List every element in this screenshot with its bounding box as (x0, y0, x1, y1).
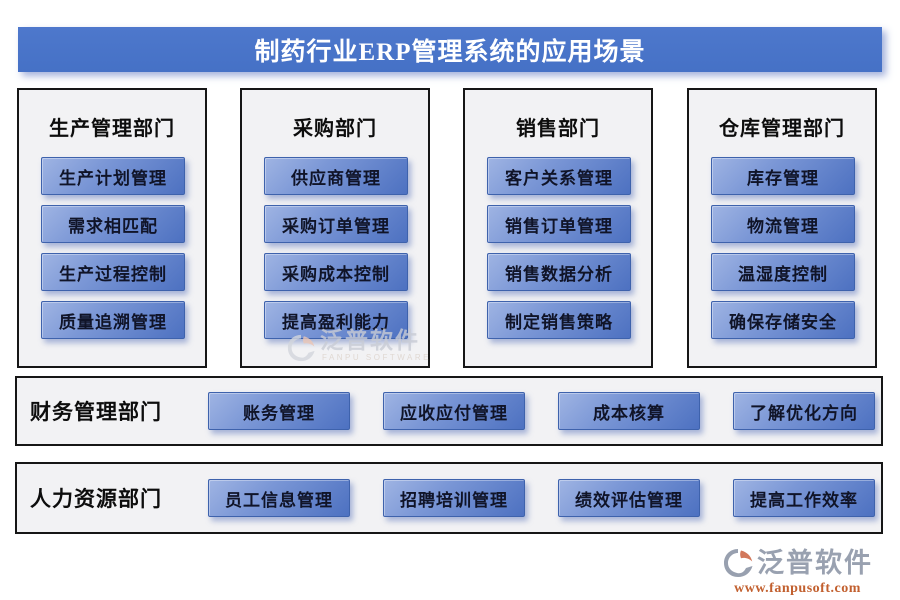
crm-button[interactable]: 客户关系管理 (487, 157, 631, 195)
page-title: 制药行业ERP管理系统的应用场景 (254, 38, 646, 66)
employee-info-button[interactable]: 员工信息管理 (208, 479, 350, 517)
department-label: 人力资源部门 (30, 487, 162, 511)
footer-website-url: www.fanpusoft.com (734, 581, 861, 596)
department-header: 仓库管理部门 (719, 118, 845, 140)
storage-safety-button[interactable]: 确保存储安全 (711, 301, 855, 339)
performance-button[interactable]: 绩效评估管理 (558, 479, 700, 517)
optimization-button[interactable]: 了解优化方向 (733, 392, 875, 430)
demand-matching-button[interactable]: 需求相匹配 (41, 205, 185, 243)
department-box-sales: 销售部门 客户关系管理 销售订单管理 销售数据分析 制定销售策略 (463, 88, 653, 368)
department-box-purchasing: 采购部门 供应商管理 采购订单管理 采购成本控制 提高盈利能力 (240, 88, 430, 368)
efficiency-button[interactable]: 提高工作效率 (733, 479, 875, 517)
footer-brand-text: 泛普软件 (757, 547, 873, 578)
department-box-production: 生产管理部门 生产计划管理 需求相匹配 生产过程控制 质量追溯管理 (17, 88, 207, 368)
inventory-button[interactable]: 库存管理 (711, 157, 855, 195)
supplier-mgmt-button[interactable]: 供应商管理 (264, 157, 408, 195)
department-box-warehouse: 仓库管理部门 库存管理 物流管理 温湿度控制 确保存储安全 (687, 88, 877, 368)
purchase-cost-button[interactable]: 采购成本控制 (264, 253, 408, 291)
fanpu-footer-logo: 泛普软件 www.fanpusoft.com (722, 547, 873, 597)
cost-accounting-button[interactable]: 成本核算 (558, 392, 700, 430)
production-plan-button[interactable]: 生产计划管理 (41, 157, 185, 195)
department-box-hr: 人力资源部门 员工信息管理 招聘培训管理 绩效评估管理 提高工作效率 (15, 462, 883, 534)
process-control-button[interactable]: 生产过程控制 (41, 253, 185, 291)
accounting-button[interactable]: 账务管理 (208, 392, 350, 430)
sales-order-button[interactable]: 销售订单管理 (487, 205, 631, 243)
ar-ap-button[interactable]: 应收应付管理 (383, 392, 525, 430)
department-header: 销售部门 (516, 118, 600, 140)
sales-analysis-button[interactable]: 销售数据分析 (487, 253, 631, 291)
department-label: 财务管理部门 (30, 400, 162, 424)
sales-strategy-button[interactable]: 制定销售策略 (487, 301, 631, 339)
title-banner: 制药行业ERP管理系统的应用场景 (18, 27, 882, 72)
logistics-button[interactable]: 物流管理 (711, 205, 855, 243)
quality-trace-button[interactable]: 质量追溯管理 (41, 301, 185, 339)
profitability-button[interactable]: 提高盈利能力 (264, 301, 408, 339)
department-header: 采购部门 (293, 118, 377, 140)
fanpu-logo-icon (724, 549, 753, 577)
temp-humidity-button[interactable]: 温湿度控制 (711, 253, 855, 291)
department-box-finance: 财务管理部门 账务管理 应收应付管理 成本核算 了解优化方向 (15, 376, 883, 446)
recruit-training-button[interactable]: 招聘培训管理 (383, 479, 525, 517)
department-header: 生产管理部门 (49, 118, 175, 140)
footer-logo-row: 泛普软件 (722, 547, 873, 579)
purchase-order-button[interactable]: 采购订单管理 (264, 205, 408, 243)
